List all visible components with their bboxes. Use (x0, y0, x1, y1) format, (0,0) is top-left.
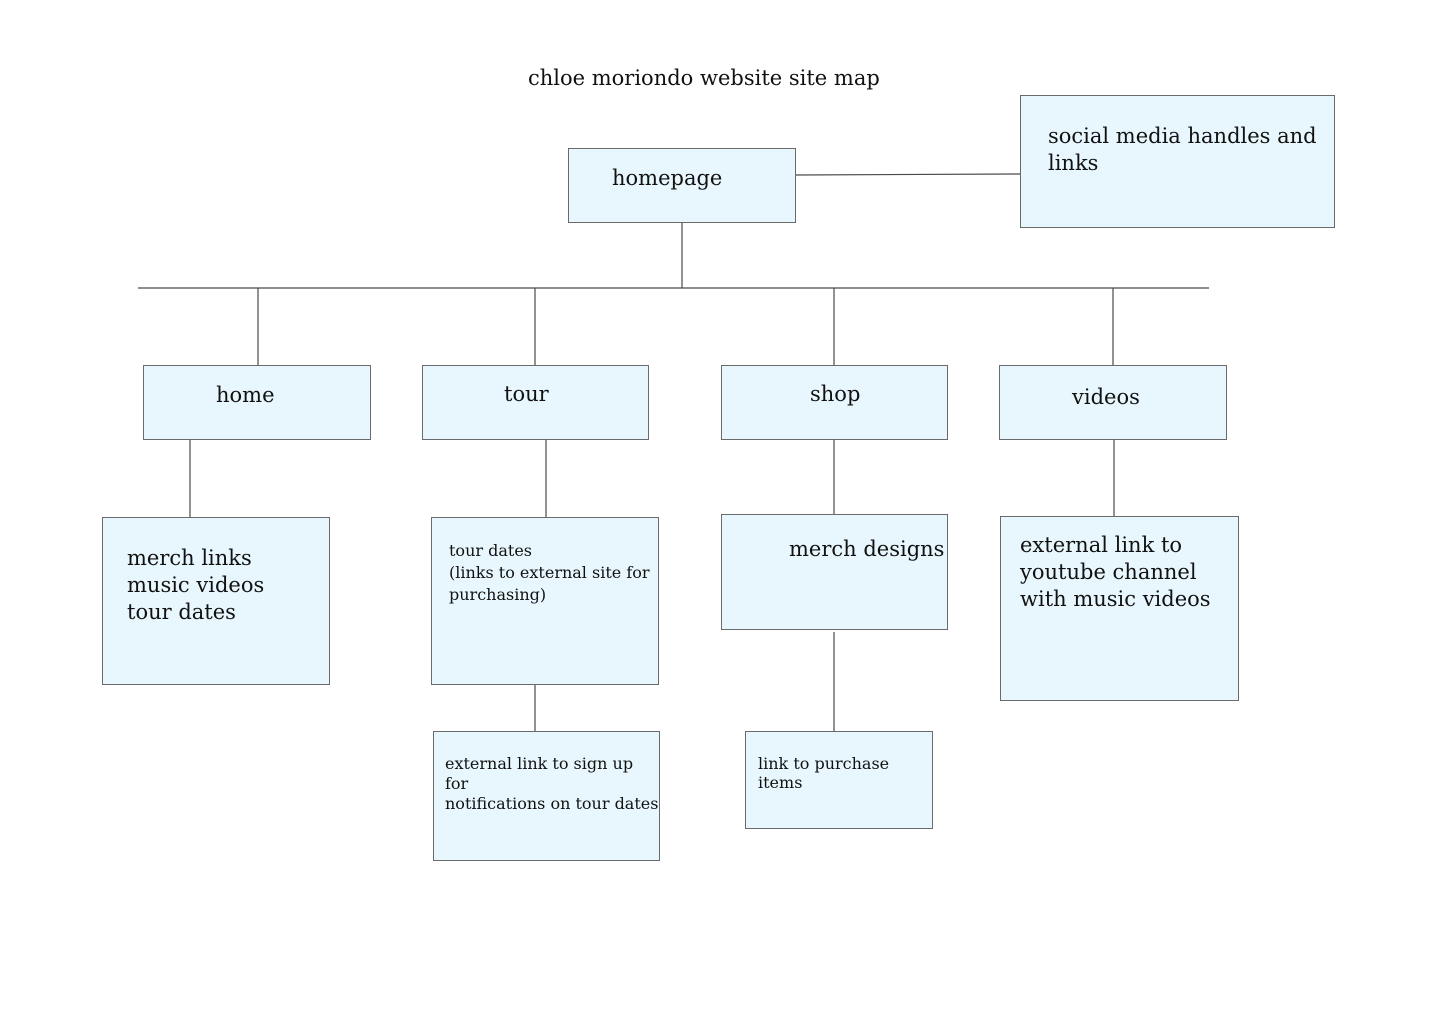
videos-node: videos (999, 365, 1227, 440)
tour-node: tour (422, 365, 649, 440)
homepage-node: homepage (568, 148, 796, 223)
tour-signup-node: external link to sign up for notificatio… (433, 731, 660, 861)
home-node: home (143, 365, 371, 440)
videos-detail-node: external link to youtube channel with mu… (1000, 516, 1239, 701)
videos-detail-label: external link to youtube channel with mu… (1020, 533, 1211, 611)
home-detail-node: merch links music videos tour dates (102, 517, 330, 685)
home-detail-label: merch links music videos tour dates (127, 546, 265, 624)
shop-detail-node: merch designs (721, 514, 948, 630)
home-label: home (216, 383, 275, 407)
connector-homepage-social (795, 173, 1021, 176)
videos-label: videos (1072, 385, 1140, 409)
diagram-title: chloe moriondo website site map (528, 66, 880, 90)
shop-label: shop (810, 382, 861, 406)
shop-node: shop (721, 365, 948, 440)
shop-purchase-node: link to purchase items (745, 731, 933, 829)
social-media-node: social media handles and links (1020, 95, 1335, 228)
homepage-label: homepage (612, 166, 723, 190)
social-media-label: social media handles and links (1048, 124, 1317, 175)
tour-signup-label: external link to sign up for notificatio… (445, 754, 659, 813)
shop-detail-label: merch designs (789, 537, 945, 561)
tour-label: tour (504, 382, 549, 406)
tour-detail-label: tour dates (links to external site for p… (449, 541, 650, 604)
shop-purchase-label: link to purchase items (758, 754, 890, 792)
tour-detail-node: tour dates (links to external site for p… (431, 517, 659, 685)
